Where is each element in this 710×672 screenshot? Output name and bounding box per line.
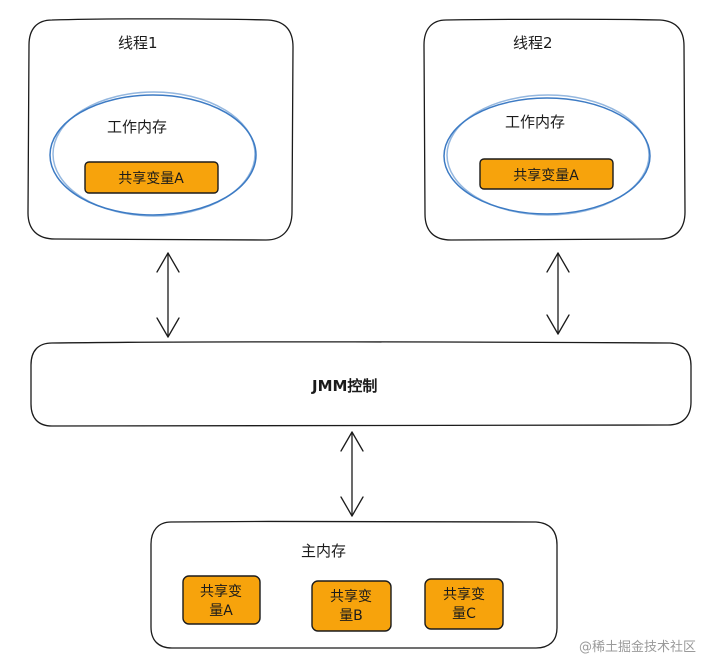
main-memory-title: 主内存	[301, 542, 346, 560]
thread2-box: 线程2 工作内存 共享变量A	[423, 18, 686, 241]
thread1-box-border	[27, 18, 294, 241]
thread2-working-memory-ellipse-stroke2	[446, 94, 650, 216]
thread2-shared-var-chip	[479, 158, 614, 190]
thread1-working-memory-ellipse	[49, 94, 257, 216]
thread1-title: 线程1	[118, 34, 158, 52]
main-var-c-line2: 量C	[452, 606, 476, 622]
arrow-thread1-jmm	[156, 252, 180, 338]
thread2-box-border	[423, 18, 686, 241]
watermark: @稀土掘金技术社区	[579, 639, 696, 655]
main-var-b-line2: 量B	[339, 608, 363, 624]
thread1-working-memory-label: 工作内存	[107, 118, 167, 136]
main-var-c-line1: 共享变	[443, 586, 485, 603]
main-memory-box-border	[150, 520, 558, 649]
thread2-working-memory-ellipse	[443, 97, 651, 215]
jmm-box: JMM控制	[30, 341, 692, 427]
thread2-title: 线程2	[513, 34, 553, 52]
main-var-chip-b	[311, 580, 392, 632]
thread2-shared-var-label: 共享变量A	[513, 167, 579, 184]
jmm-label: JMM控制	[311, 377, 377, 395]
thread2-working-memory-label: 工作内存	[505, 113, 565, 131]
main-memory-box: 主内存 共享变 量A 共享变 量B 共享变 量C	[150, 520, 558, 649]
main-var-chip-c	[424, 578, 504, 630]
main-var-chip-a	[182, 575, 261, 625]
thread1-working-memory-ellipse-stroke2	[52, 91, 256, 217]
thread1-box: 线程1 工作内存 共享变量A	[27, 18, 294, 241]
main-var-a-line2: 量A	[209, 603, 233, 619]
main-var-b-line1: 共享变	[330, 588, 372, 605]
thread1-shared-var-chip	[84, 161, 219, 194]
thread1-shared-var-label: 共享变量A	[118, 170, 184, 187]
jmm-box-border	[30, 341, 692, 427]
arrow-jmm-main	[340, 431, 364, 517]
arrow-thread2-jmm	[546, 252, 570, 335]
main-var-a-line1: 共享变	[200, 583, 242, 600]
